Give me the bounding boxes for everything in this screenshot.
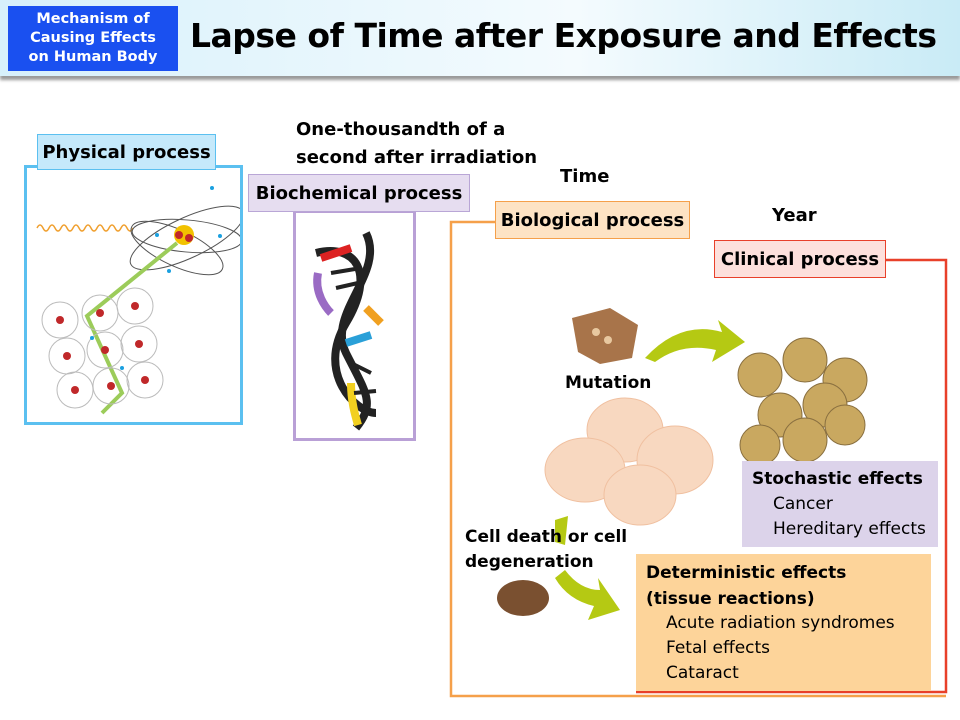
- page-title: Lapse of Time after Exposure and Effects: [190, 16, 937, 55]
- clinical-process-label: Clinical process: [714, 240, 886, 278]
- dna-helix-illustration: [313, 231, 384, 431]
- radiation-wave-icon: [36, 224, 134, 232]
- deterministic-title-line2: (tissue reactions): [646, 589, 815, 609]
- stochastic-title: Stochastic effects: [752, 469, 923, 489]
- stochastic-item: Hereditary effects: [773, 519, 926, 539]
- physical-process-box: [24, 165, 245, 425]
- arrow-to-deterministic-icon: [555, 570, 620, 620]
- time-ms-line1: One-thousandth of a: [296, 119, 506, 140]
- biochemical-process-label: Biochemical process: [248, 174, 470, 212]
- clinical-line: [636, 258, 948, 694]
- cell-illustrations: [497, 308, 868, 620]
- normal-cells-icon: [544, 397, 714, 526]
- mutation-label: Mutation: [565, 373, 652, 393]
- cancer-cells-icon: [737, 337, 868, 466]
- atom-ionization-illustration: [36, 186, 245, 415]
- cell-death-label-line1: Cell death or cell: [465, 527, 628, 547]
- arrow-down-icon: [555, 516, 568, 545]
- time-label: Time: [560, 166, 610, 187]
- deterministic-title-line1: Deterministic effects: [646, 563, 847, 583]
- biological-process-label: Biological process: [495, 201, 690, 239]
- deterministic-item: Acute radiation syndromes: [666, 613, 895, 633]
- section-tag: Mechanism of Causing Effects on Human Bo…: [8, 6, 178, 71]
- mutated-cell-icon: [572, 308, 638, 364]
- arrow-to-cancer-icon: [645, 320, 745, 362]
- stochastic-effects-box: Stochastic effects Cancer Hereditary eff…: [742, 461, 938, 547]
- physical-process-label: Physical process: [37, 134, 216, 170]
- time-ms-line2: second after irradiation: [296, 147, 538, 168]
- deterministic-item: Fetal effects: [666, 638, 771, 658]
- deterministic-item: Cataract: [666, 663, 739, 683]
- year-label: Year: [772, 205, 817, 226]
- deterministic-effects-box: Deterministic effects (tissue reactions)…: [636, 554, 931, 691]
- biochemical-process-box: [293, 210, 416, 441]
- dead-cell-icon: [497, 580, 549, 616]
- stochastic-item: Cancer: [773, 494, 833, 514]
- biological-line: [449, 220, 946, 698]
- cell-death-label-line2: degeneration: [465, 552, 594, 572]
